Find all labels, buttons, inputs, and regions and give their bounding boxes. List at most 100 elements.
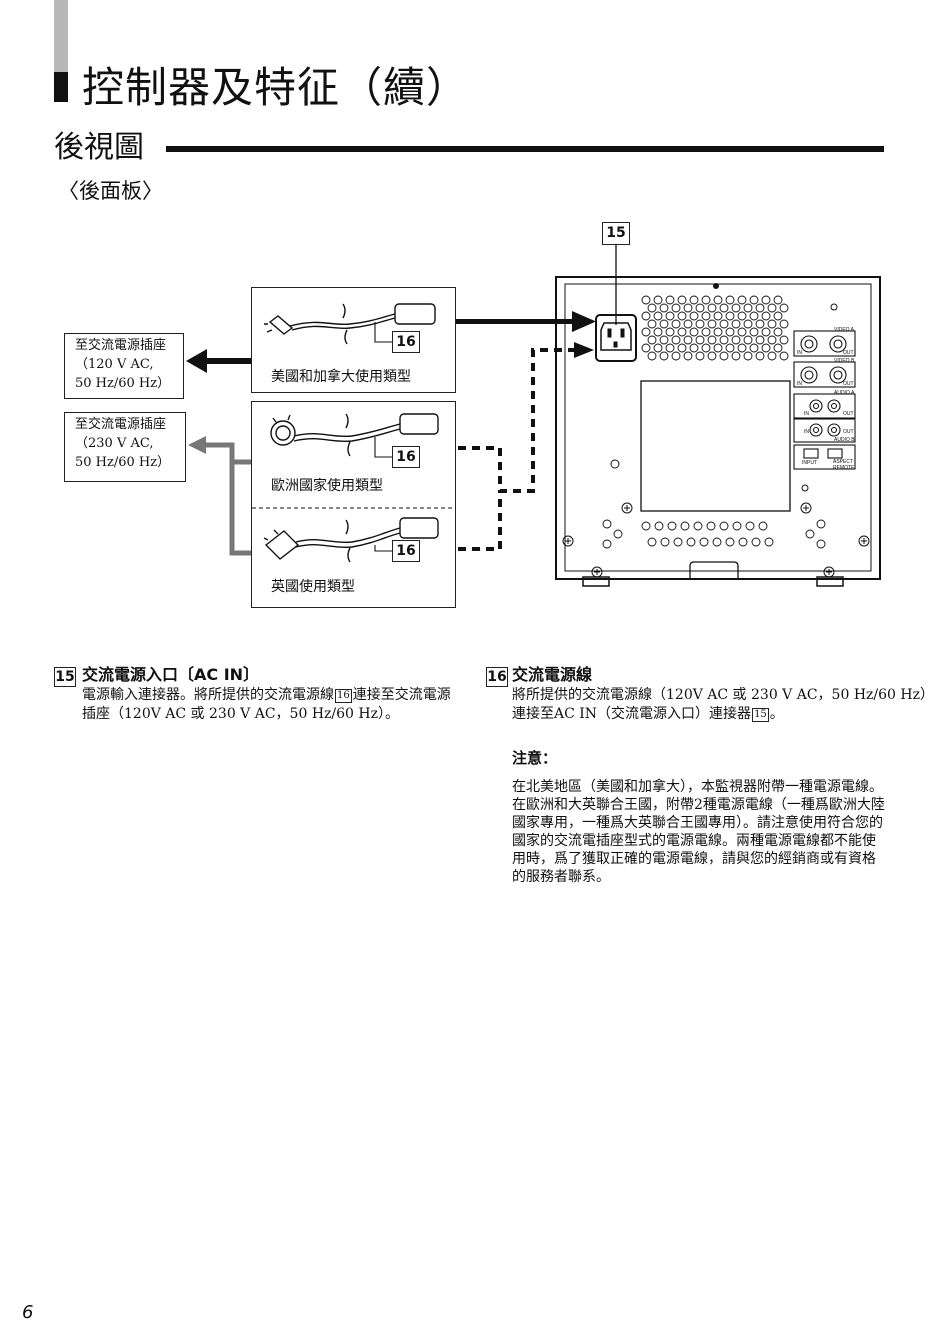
remote-label: REMOTE (833, 465, 855, 471)
vent-hole (725, 327, 735, 337)
in-label-2: IN (797, 381, 802, 387)
item-15-text-a: 電源輸入連接器。將所提供的交流電源線 (82, 687, 334, 703)
vent-hole (659, 335, 669, 345)
outlet-eu-line2: （230 V AC, (75, 436, 154, 451)
title-marker (54, 72, 68, 102)
screw-icon (562, 535, 574, 547)
screw-icons (562, 502, 870, 578)
bottom-vent-holes (602, 519, 826, 549)
section-rule (166, 146, 884, 152)
cord-number-us: 16 (392, 331, 420, 353)
vent-hole (653, 311, 663, 321)
vent-hole (779, 303, 789, 313)
vent-hole (713, 295, 723, 305)
vent-hole (671, 335, 681, 345)
vent-hole (779, 319, 789, 329)
vent-hole (805, 529, 815, 539)
vent-hole (707, 351, 717, 361)
vent-hole (653, 343, 663, 353)
vent-hole (743, 335, 753, 345)
vent-hole (707, 319, 717, 329)
vent-hole (701, 295, 711, 305)
vent-hole (695, 351, 705, 361)
item-16-line1: 將所提供的交流電源線（120V AC 或 230 V AC，50 Hz/60 H… (512, 687, 934, 703)
vent-hole (713, 327, 723, 337)
page-number: 6 (22, 1302, 34, 1323)
vent-hole (689, 311, 699, 321)
item-16-title: 交流電源線 (512, 665, 593, 684)
connector-labels: VIDEO A VIDEO B AUDIO A AUDIO B IN OUT I… (797, 327, 855, 471)
vent-hole (738, 537, 748, 547)
input-label: INPUT (802, 460, 817, 466)
vent-hole (602, 539, 612, 549)
vent-hole (713, 311, 723, 321)
vent-hole (707, 335, 717, 345)
vent-hole (725, 537, 735, 547)
vent-hole (695, 335, 705, 345)
vent-hole (731, 319, 741, 329)
vent-hole (671, 319, 681, 329)
out-label-2: OUT (843, 381, 854, 387)
vent-hole (677, 295, 687, 305)
vent-hole (758, 521, 768, 531)
section-title: 後視圖 (54, 130, 144, 165)
uk-plug-icon (263, 517, 439, 563)
vent-hole (641, 295, 651, 305)
audio-b-label: AUDIO B (834, 437, 855, 443)
vent-hole (779, 351, 789, 361)
screw-icon (800, 502, 812, 514)
vent-hole (743, 319, 753, 329)
in-label-4: IN (804, 429, 809, 435)
cord-label-us: 美國和加拿大使用類型 (271, 369, 411, 385)
out-label-3: OUT (843, 411, 854, 417)
vent-hole (767, 335, 777, 345)
vent-hole (779, 335, 789, 345)
vent-hole (719, 319, 729, 329)
vent-hole (761, 311, 771, 321)
vent-hole (647, 351, 657, 361)
vent-hole (653, 327, 663, 337)
vent-hole (647, 335, 657, 345)
cord-label-eu: 歐洲國家使用類型 (271, 478, 383, 494)
vent-hole (731, 351, 741, 361)
vent-hole (737, 311, 747, 321)
vent-hole (701, 343, 711, 353)
vent-hole (641, 327, 651, 337)
vent-hole (683, 319, 693, 329)
vent-hole (755, 303, 765, 313)
item-16-text-b: 。 (769, 706, 784, 722)
vent-hole (683, 303, 693, 313)
vent-hole (737, 295, 747, 305)
vent-hole (767, 303, 777, 313)
vent-hole (695, 303, 705, 313)
cord-box-us (251, 287, 456, 393)
screw-icon (591, 566, 603, 578)
in-label-1: IN (797, 350, 802, 356)
vent-hole (665, 311, 675, 321)
side-tab-bar (54, 0, 68, 90)
vent-hole (749, 295, 759, 305)
vent-hole (816, 519, 826, 529)
vent-hole (701, 327, 711, 337)
vent-hole (773, 311, 783, 321)
vent-hole (665, 295, 675, 305)
caution-line-3: 國家專用，一種爲大英聯合王國專用）。請注意使用符合您的 (512, 815, 883, 831)
vent-hole (725, 295, 735, 305)
vent-hole (773, 343, 783, 353)
vent-hole (731, 335, 741, 345)
vent-hole (737, 327, 747, 337)
vent-hole (653, 295, 663, 305)
vent-hole (641, 311, 651, 321)
vent-hole (764, 537, 774, 547)
cord-number-eu: 16 (392, 446, 420, 468)
cord-box-eu-uk (251, 401, 456, 608)
outlet-us-line3: 50 Hz/60 Hz） (75, 376, 171, 391)
vent-hole (737, 343, 747, 353)
screw-icon (621, 502, 633, 514)
vent-hole (677, 343, 687, 353)
vent-hole (816, 539, 826, 549)
vent-hole (761, 327, 771, 337)
aspect-label: ASPECT (833, 459, 853, 465)
vent-hole (689, 327, 699, 337)
